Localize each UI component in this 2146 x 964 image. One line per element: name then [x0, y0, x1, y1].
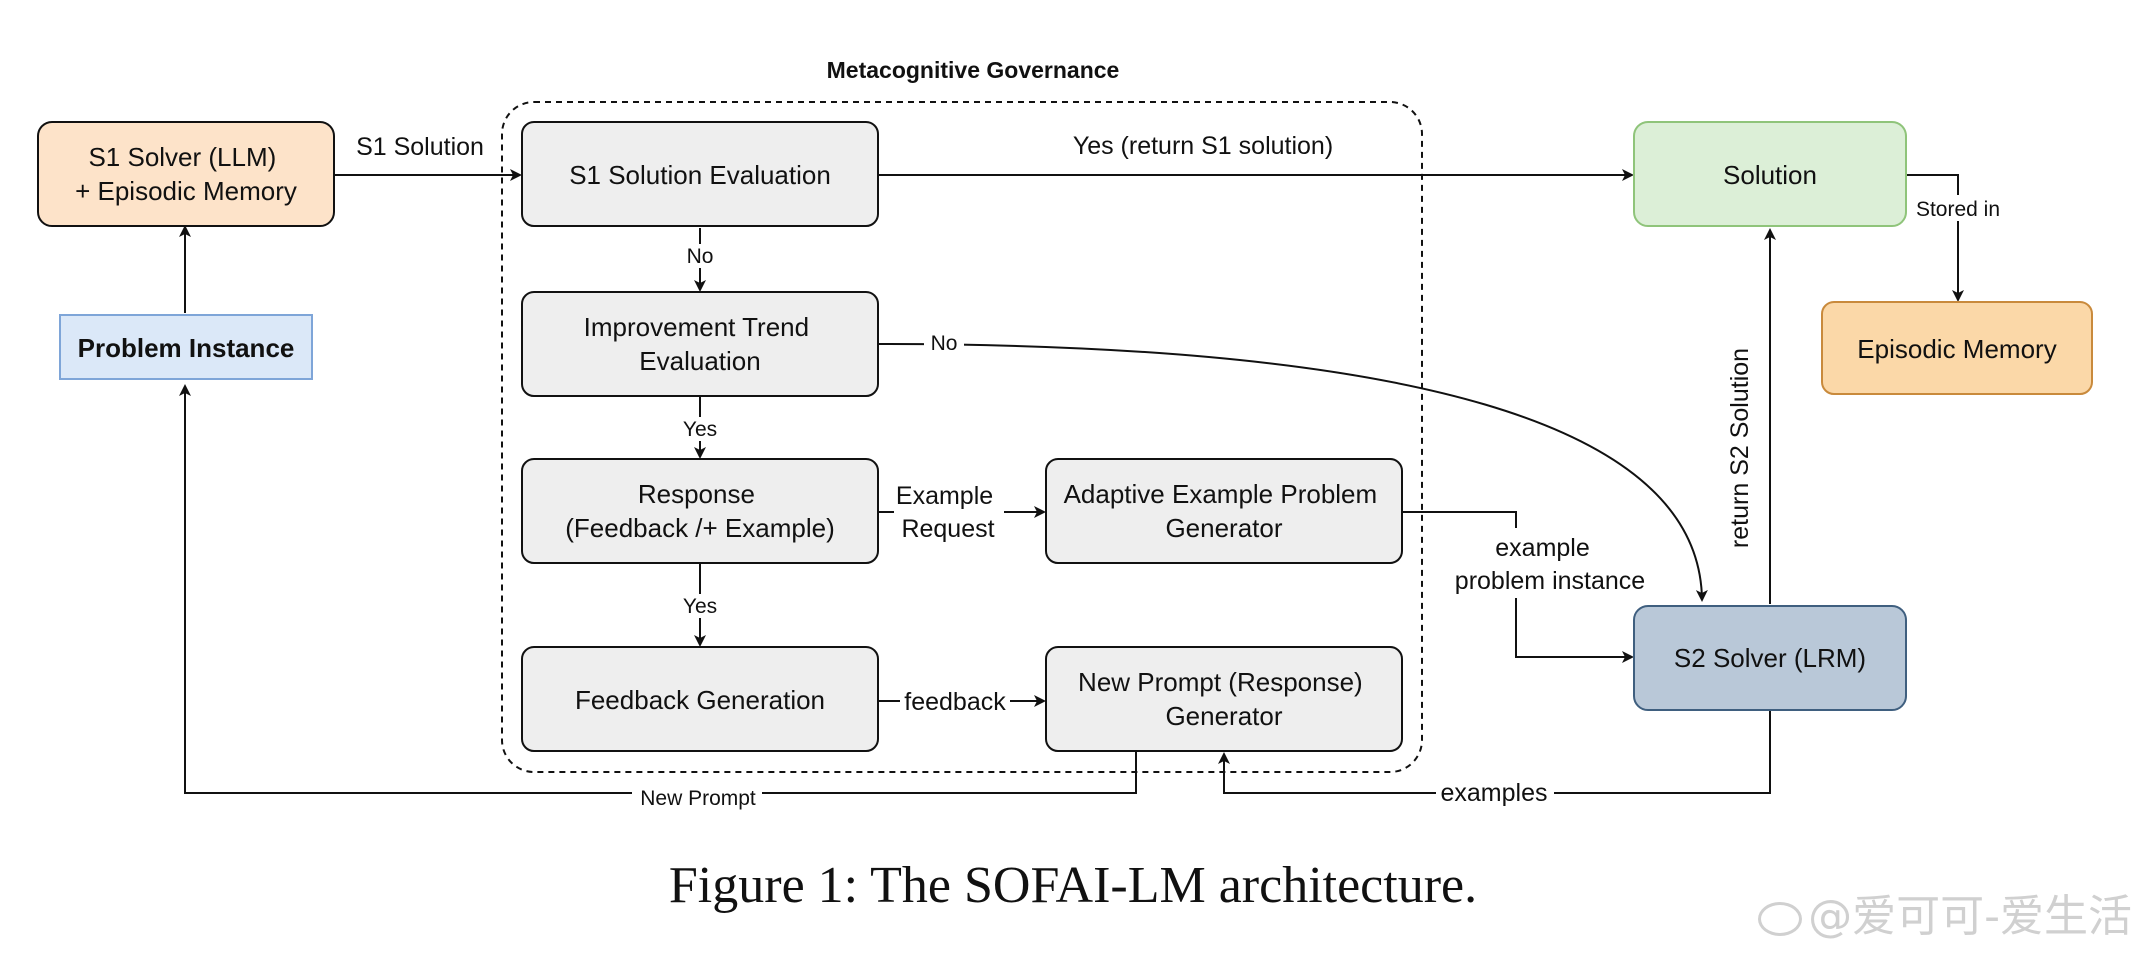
- watermark-text: @爱可可-爱生活: [1808, 891, 2132, 942]
- svg-text:S1 Solver (LLM) + Episod: S1 Solver (LLM) + Episodic Memory: [75, 142, 297, 206]
- label-s1-solution: S1 Solution: [356, 133, 484, 161]
- group-title: Metacognitive Governance: [827, 57, 1120, 83]
- label-no-2: No: [931, 332, 958, 355]
- svg-text:S1 Solution Evaluation: S1 Solution Evaluation: [569, 160, 831, 190]
- watermark: @爱可可-爱生活: [1758, 880, 2132, 944]
- label-example-request: Example Request: [896, 482, 1000, 543]
- svg-text:Improvement Trend Evalua: Improvement Trend Evaluation: [584, 312, 817, 376]
- label-examples: examples: [1441, 779, 1548, 807]
- svg-text:Solution: Solution: [1723, 160, 1817, 190]
- svg-text:Response (Feedback /+ Ex: Response (Feedback /+ Example): [565, 479, 835, 543]
- svg-text:Adaptive Example Problem: Adaptive Example Problem Generator: [1064, 479, 1385, 543]
- node-episodic-memory: Episodic Memory: [1821, 301, 2093, 395]
- label-yes-return: Yes (return S1 solution): [1073, 132, 1333, 160]
- node-solution: Solution: [1633, 121, 1907, 227]
- label-yes-1: Yes: [683, 418, 717, 441]
- svg-text:Episodic Memory: Episodic Memory: [1857, 334, 2056, 364]
- label-stored-in: Stored in: [1916, 198, 2000, 221]
- edge-solution-to-episodic: [1906, 174, 1964, 302]
- figure-caption: Figure 1: The SOFAI-LM architecture.: [668, 857, 1478, 914]
- node-s1-solution-evaluation: S1 Solution Evaluation: [521, 121, 879, 227]
- edge-trend-to-s2: [877, 343, 1708, 602]
- label-return-s2: return S2 Solution: [1726, 348, 1754, 548]
- node-new-prompt-generator: New Prompt (Response) Generator: [1045, 646, 1403, 752]
- label-feedback: feedback: [904, 688, 1006, 716]
- node-s2-solver: S2 Solver (LRM): [1633, 605, 1907, 711]
- svg-text:Feedback Generation: Feedback Generation: [575, 685, 825, 715]
- label-yes-2: Yes: [683, 595, 717, 618]
- label-new-prompt: New Prompt: [640, 787, 756, 810]
- svg-text:New Prompt (Response) Ge: New Prompt (Response) Generator: [1078, 667, 1370, 731]
- node-improvement-trend-evaluation: Improvement Trend Evaluation: [521, 291, 879, 397]
- svg-text:Problem Instance: Problem Instance: [78, 333, 295, 363]
- node-adaptive-example-generator: Adaptive Example Problem Generator: [1045, 458, 1403, 564]
- svg-text:S2 Solver (LRM): S2 Solver (LRM): [1674, 643, 1866, 673]
- label-no-1: No: [687, 245, 714, 268]
- node-response: Response (Feedback /+ Example): [521, 458, 879, 564]
- label-example-problem-instance: example problem instance: [1455, 534, 1645, 595]
- node-s1-solver: S1 Solver (LLM) + Episodic Memory: [37, 121, 335, 227]
- node-problem-instance: Problem Instance: [59, 314, 313, 380]
- node-feedback-generation: Feedback Generation: [521, 646, 879, 752]
- weibo-logo-icon: [1758, 902, 1803, 936]
